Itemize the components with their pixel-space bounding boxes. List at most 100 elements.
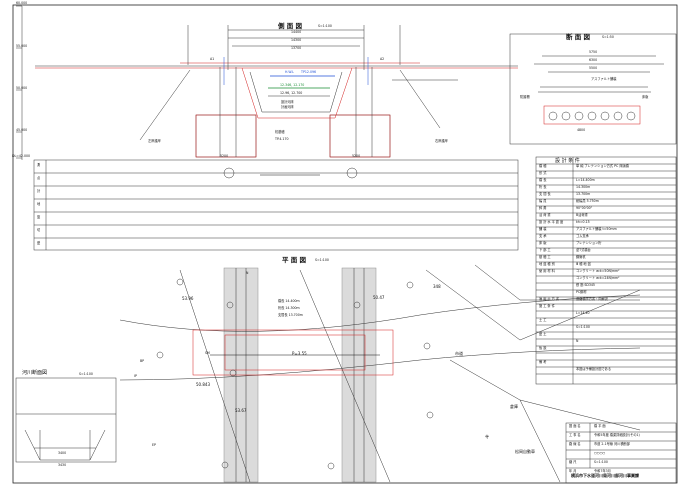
title-row-key: 縮 尺 [569, 460, 577, 464]
spec-row-value: ゴム支承 [576, 234, 589, 238]
cross-section-dim-4: 4800 [577, 128, 586, 132]
profile-row-4: 地 [37, 202, 41, 206]
title-row-value: 橋 平 面 [594, 424, 606, 428]
river-section-scale: S=1:100 [79, 372, 93, 376]
profile-row-3: 計 [37, 189, 41, 193]
profile-row-2: 点 [37, 176, 41, 180]
plan-view-dim-3: 支間長 13.700m [278, 313, 303, 317]
spec-row-key: 支 承 [539, 234, 547, 238]
side-view-dim-3: 13700 [291, 46, 302, 50]
plan-bldg-2: 倉庫 [510, 404, 518, 409]
spec-row-value: 逆T式橋台 [576, 248, 591, 252]
spec-row-value: アスファルト舗装 t=50mm [576, 227, 617, 231]
plan-station-2: 50.47 [373, 295, 385, 300]
spec-row-key: 支 間 長 [539, 192, 551, 196]
spec-row-value: 本図は予備設計図である [576, 367, 612, 371]
plan-lot: 348 [433, 284, 441, 289]
plan-n: N [246, 271, 249, 275]
profile-row-5: 盤 [37, 215, 41, 219]
spec-row-key: 橋 種 [539, 164, 547, 168]
spec-row-value: 13.700m [576, 192, 591, 196]
spec-row-key: 幅 員 [539, 199, 547, 203]
cross-section-scale: S=1:50 [602, 35, 614, 39]
cross-section-dim-2: 6300 [589, 58, 598, 62]
side-view-hwl-value: TP12.096 [301, 70, 317, 74]
spec-table-grid [535, 156, 677, 484]
side-view-hwl: H.W.L [285, 70, 294, 74]
profile-row-1: 測 [37, 163, 41, 167]
title-row-value: ○○○○ [594, 451, 606, 455]
spec-row-key: 仮 設 [539, 346, 547, 350]
spec-row-value: PC鋼材 [576, 290, 587, 294]
side-view-river-bed: 12.346, 12.170 [280, 83, 305, 87]
spec-row-value: L=14.400m [576, 178, 595, 182]
cross-section-dim-1: 5750 [589, 50, 598, 54]
side-view-scale: S=1:100 [318, 24, 332, 28]
spec-row-key: 下 部 工 [539, 248, 551, 252]
side-view-level-mid: 12.96, 12.700 [280, 91, 303, 95]
title-row-value: 令和7年3月 [594, 469, 611, 473]
spec-row-key: 備 考 [539, 360, 547, 364]
spec-row-key: 形 式 [539, 171, 547, 175]
spec-row-value: コンクリート σck=50N/mm² [576, 269, 620, 273]
side-view-left-note: 左岸護岸 [148, 139, 161, 143]
spec-row-key: 活 荷 重 [539, 213, 551, 217]
spec-row-key: 施 工 条 件 [539, 304, 555, 308]
spec-row-key: 地 盤 種 別 [539, 262, 555, 266]
spec-row-key: 橋 長 [539, 178, 547, 182]
title-row-value: 令和5年度 橋梁詳細設計(その1) [594, 433, 640, 437]
plan-view-dim-1: 橋長 14.400m [278, 299, 300, 303]
plan-view-scale: S=1:100 [315, 258, 329, 262]
spec-row-value: 単 純 プレテンション方式 PC 床版橋 [576, 164, 629, 168]
side-view-a1: A1 [210, 57, 215, 61]
spec-row-value: コンクリート σck=24N/mm² [576, 276, 620, 280]
cross-section-drawing [509, 33, 677, 145]
plan-sm: SM [205, 351, 210, 355]
plan-view-title: 平 面 図 [282, 256, 307, 264]
side-view-dim-1: 14400 [291, 30, 302, 34]
spec-row-key: 土 工 [539, 318, 547, 322]
spec-row-value: 鋼管杭 [576, 255, 586, 259]
plan-ep: EP [152, 443, 156, 447]
plan-bp: BP [140, 359, 145, 363]
elevation-label-4: 45.000 [16, 128, 28, 132]
plan-station-1: 53.96 [182, 296, 194, 301]
spec-row-key: 桁 長 [539, 185, 547, 189]
spec-row-value: 総幅員 5.750m [576, 199, 599, 203]
elevation-axis [16, 5, 23, 160]
spec-row-key: 舗 装 [539, 227, 547, 231]
river-section-dim-2: 3430 [58, 463, 67, 467]
river-section-drawing [15, 377, 117, 463]
cross-section-dim-3: 5500 [589, 66, 598, 70]
plan-arrow-label: P=3.55 [292, 351, 307, 356]
side-view-a2: A2 [380, 57, 385, 61]
spec-row-value: kh=0.15 [576, 220, 590, 224]
plan-ip: IP [134, 374, 137, 378]
spec-row-value: Ⅲ 種 地 盤 [576, 262, 591, 266]
plan-bldg-3: 松岡自動車 [515, 449, 535, 454]
title-row-value: S=1:100 [594, 460, 608, 464]
side-view-design-note: 設計河床 [281, 100, 294, 104]
spec-row-value: L=14.40 [576, 311, 590, 315]
spec-row-value: N [576, 339, 579, 343]
title-row-key: 年 月 [569, 469, 577, 473]
plan-bldg-1: 寺 [485, 434, 489, 439]
spec-row-key: 盛 土 [539, 332, 547, 336]
elevation-label-2: 55.000 [16, 44, 28, 48]
title-row-key: 工 事 名 [569, 433, 581, 437]
cross-section-title: 断 面 図 [566, 33, 591, 41]
elevation-label-5: DL=42.000 [12, 154, 31, 158]
plan-station-3: 50.843 [196, 382, 210, 387]
side-view-box-value: 5200 [220, 154, 229, 158]
cross-section-label-1: アスファルト舗装 [591, 77, 617, 81]
title-row-value: 市道 2-1号線 河川横断部 [594, 442, 630, 446]
river-section-dim-1: 3400 [58, 451, 67, 455]
title-block-footer: 横浜市下水道河川局河川部河川事業課 [571, 473, 639, 478]
plan-view-drawing [119, 264, 641, 483]
title-row-key: 路 線 名 [569, 442, 581, 446]
side-view-right-note: 右岸護岸 [435, 139, 448, 143]
profile-row-6: 切 [37, 228, 41, 232]
elevation-label-1: 60.000 [16, 1, 28, 5]
side-view-plan-note: 計画河床 [281, 105, 294, 109]
